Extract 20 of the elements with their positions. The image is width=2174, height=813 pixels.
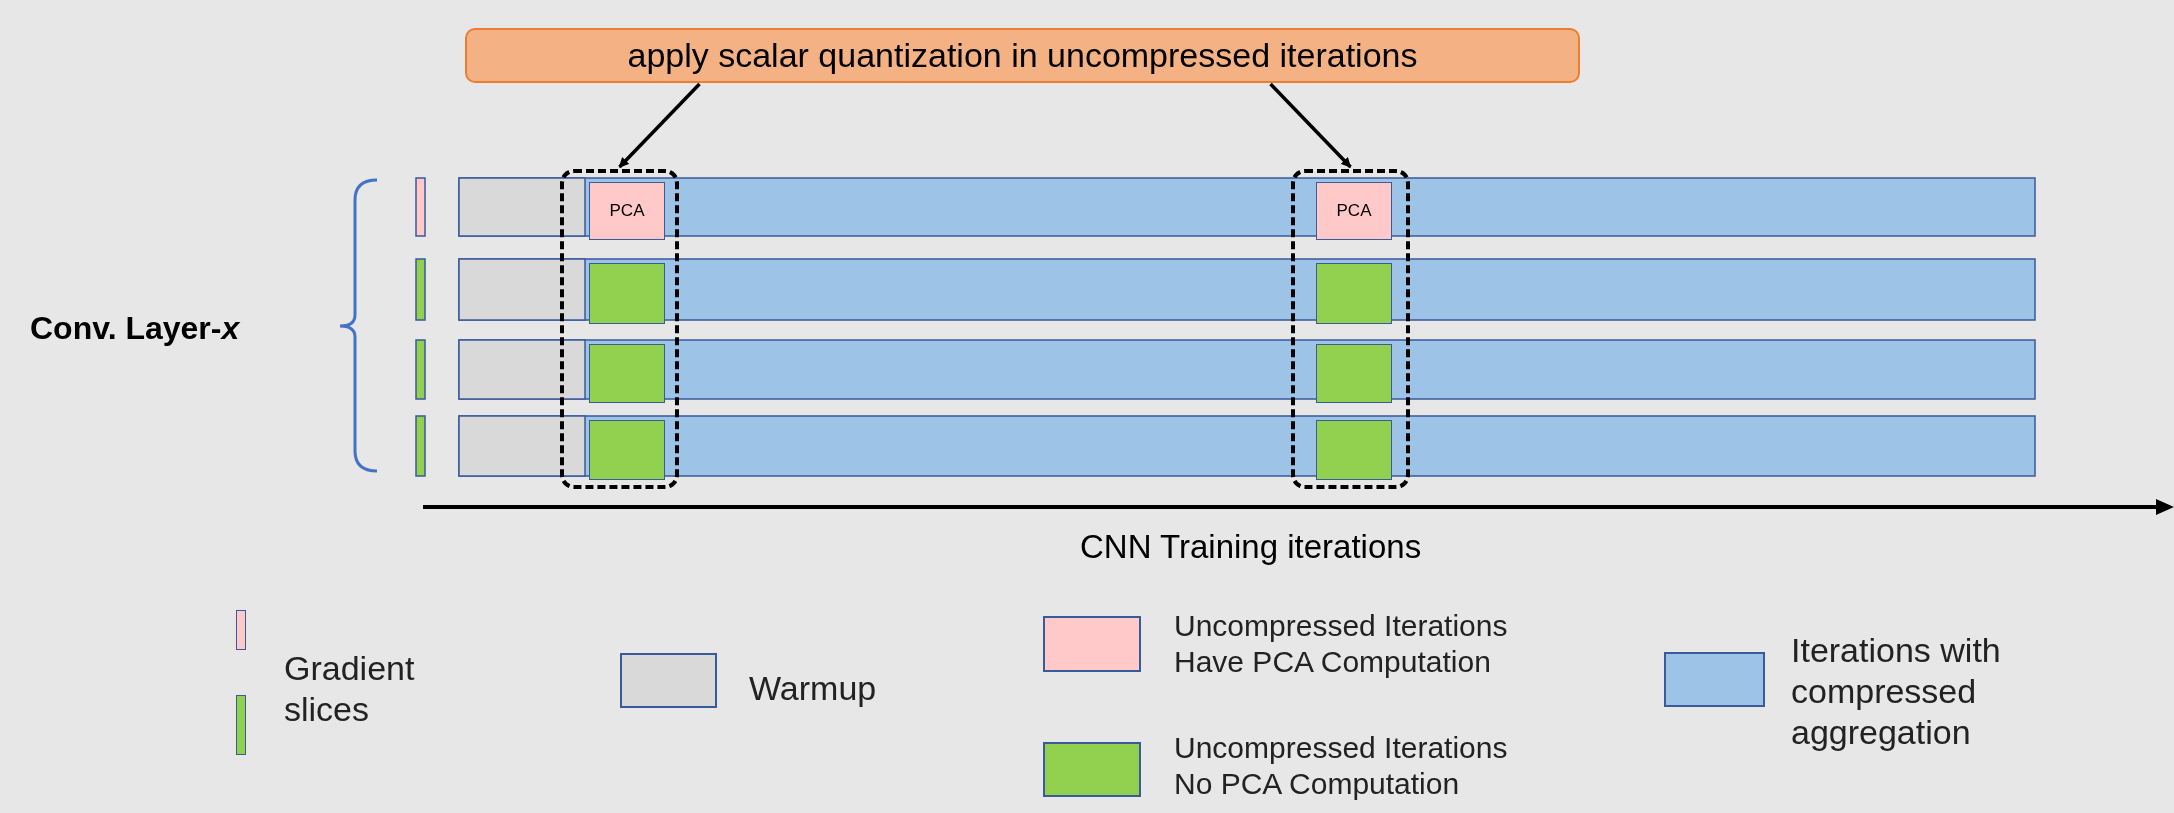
legend-label: Gradient slices [284, 648, 416, 730]
legend-label: Uncompressed Iterations No PCA Computation [1174, 730, 1509, 802]
uncompressed-block [589, 344, 665, 403]
callout-box: apply scalar quantization in uncompressed iterations [465, 28, 1580, 83]
uncompressed-block [589, 263, 665, 324]
arrow [618, 82, 701, 169]
dashed-highlight [1291, 169, 1410, 489]
legend-label: Uncompressed Iterations Have PCA Computation [1174, 608, 1509, 680]
uncompressed-block [1316, 344, 1392, 403]
arrow [1269, 82, 1352, 169]
axis-label: CNN Training iterations [1080, 528, 1422, 566]
legend-label: Warmup [749, 668, 878, 709]
uncompressed-block [589, 420, 665, 480]
pca-block: PCA [589, 182, 665, 240]
uncompressed-block [1316, 263, 1392, 324]
uncompressed-block [1316, 420, 1392, 480]
layer-label: Conv. Layer-x [30, 310, 240, 347]
pca-block: PCA [1316, 182, 1392, 240]
legend-label: Iterations with compressed aggregation [1791, 630, 2002, 753]
dashed-highlight [560, 169, 679, 489]
